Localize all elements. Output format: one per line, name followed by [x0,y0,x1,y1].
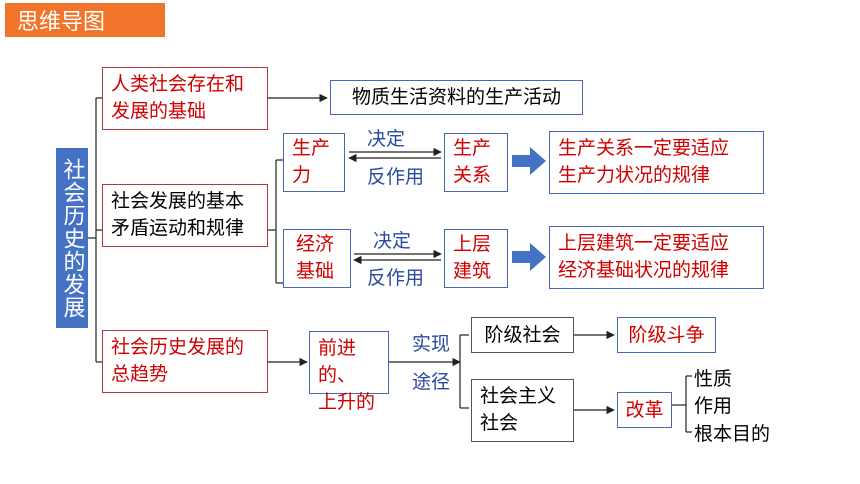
realize-label: 实现 [412,333,451,355]
economic-base-line1: 经济 [296,233,335,255]
production-relations-line2: 关系 [453,164,492,186]
production-relations-line1: 生产 [453,137,492,159]
path-label: 途径 [412,371,451,393]
branch-trend: 社会历史发展的 总趋势 [102,330,268,393]
reform-item-nature: 性质 [694,368,733,390]
production-relations-node: 生产 关系 [444,133,508,192]
upward-line1: 前进的、 [318,337,357,386]
reform-item-purpose: 根本目的 [694,423,771,445]
branch-trend-line2: 总趋势 [111,363,169,385]
reacts-label-2: 反作用 [367,267,425,289]
branch-contradiction: 社会发展的基本 矛盾运动和规律 [102,184,268,247]
reform-item-role: 作用 [694,395,733,417]
superstructure-line1: 上层 [453,233,492,255]
economic-base-line2: 基础 [296,260,335,282]
branch-contradiction-line1: 社会发展的基本 [111,190,245,212]
branch-basis: 人类社会存在和 发展的基础 [102,67,268,130]
law-1-line2: 生产力状况的规律 [558,164,711,186]
economic-base-node: 经济 基础 [283,229,351,288]
branch-basis-line2: 发展的基础 [111,100,207,122]
class-struggle-node: 阶级斗争 [617,317,716,353]
class-society-node: 阶级社会 [471,317,574,353]
reacts-label-1: 反作用 [367,166,425,188]
law-1-line1: 生产关系一定要适应 [558,137,730,159]
superstructure-node: 上层 建筑 [444,229,508,288]
reform-node: 改革 [617,392,672,428]
mindmap-title: 思维导图 [5,3,165,37]
decides-label-2: 决定 [373,230,412,252]
branch-basis-line1: 人类社会存在和 [111,73,245,95]
law-2-line1: 上层建筑一定要适应 [558,232,730,254]
law-node-2: 上层建筑一定要适应 经济基础状况的规律 [549,226,764,289]
branch-contradiction-line2: 矛盾运动和规律 [111,217,245,239]
root-node: 社会历史的发展 [56,148,88,328]
productive-forces-node: 生产 力 [283,133,345,192]
socialist-society-line2: 社会 [480,412,519,434]
upward-node: 前进的、 上升的 [309,331,389,413]
law-node-1: 生产关系一定要适应 生产力状况的规律 [549,131,764,194]
socialist-society-line1: 社会主义 [480,385,557,407]
productive-forces-line2: 力 [292,164,312,186]
superstructure-line2: 建筑 [453,260,492,282]
branch-trend-line1: 社会历史发展的 [111,336,245,358]
decides-label-1: 决定 [367,128,406,150]
upward-line2: 上升的 [318,391,376,413]
productive-forces-line1: 生产 [292,137,331,159]
law-2-line2: 经济基础状况的规律 [558,259,730,281]
socialist-society-node: 社会主义 社会 [471,379,574,442]
material-production-node: 物质生活资料的生产活动 [330,80,583,115]
